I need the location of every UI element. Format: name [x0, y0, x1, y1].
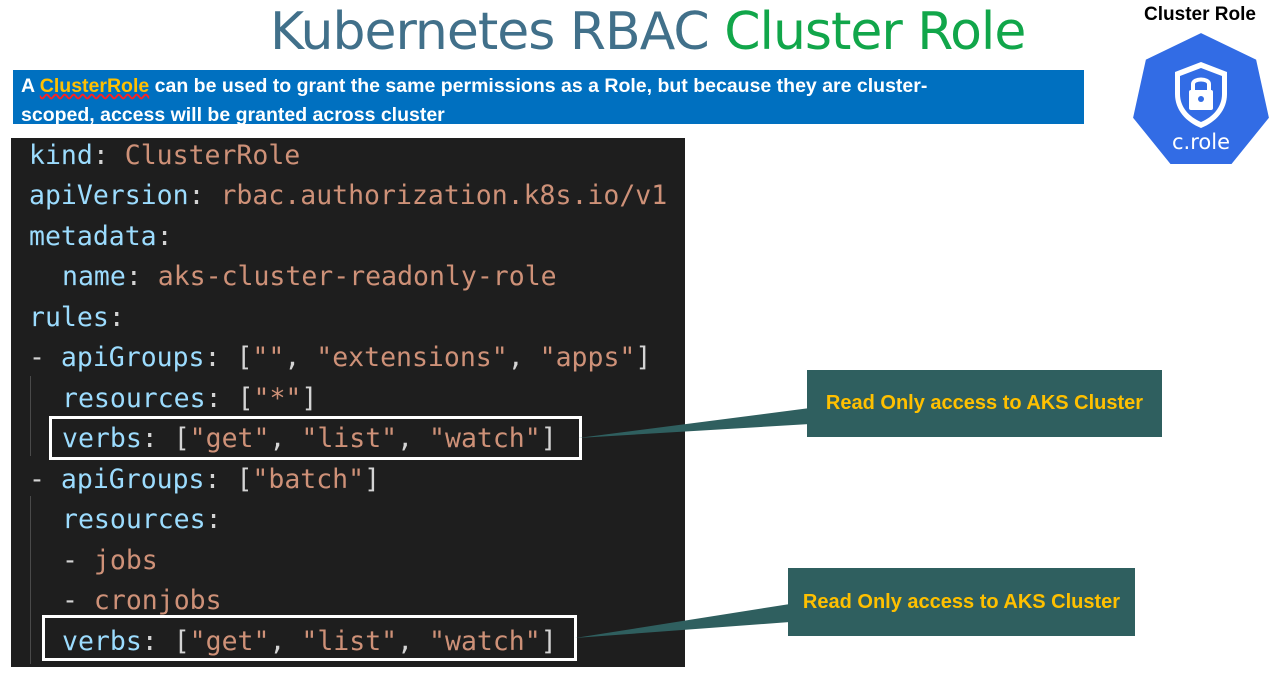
title-main: Kubernetes RBAC — [270, 2, 725, 62]
code-line-apiversion: apiVersion: rbac.authorization.k8s.io/v1 — [29, 180, 668, 211]
banner-line1-rest: can be used to grant the same permission… — [149, 75, 928, 97]
cluster-role-badge: c.role — [1130, 30, 1272, 170]
indent-guide — [30, 376, 31, 456]
code-line-verbs-1: verbs: ["get", "list", "watch"] — [62, 423, 557, 454]
banner-line-1: A ClusterRole can be used to grant the s… — [21, 72, 1076, 101]
callout-read-only-2: Read Only access to AKS Cluster — [788, 568, 1135, 636]
callout-read-only-1: Read Only access to AKS Cluster — [807, 370, 1162, 437]
indent-guide — [30, 496, 31, 664]
verbs-highlight-box-1 — [49, 416, 582, 460]
code-line-kind: kind: ClusterRole — [29, 140, 301, 171]
lock-shield-icon — [1175, 62, 1227, 128]
yaml-code-panel: kind: ClusterRole apiVersion: rbac.autho… — [11, 138, 685, 667]
code-line-jobs: - jobs — [62, 545, 158, 576]
callout-pointer-1 — [578, 408, 810, 438]
page-title: Kubernetes RBAC Cluster Role — [270, 0, 1026, 64]
banner-highlight: ClusterRole — [39, 75, 150, 97]
kubernetes-heptagon-icon — [1130, 30, 1272, 166]
banner-prefix: A — [21, 75, 40, 97]
verbs-highlight-box-2 — [42, 615, 577, 661]
code-line-metadata: metadata: — [29, 221, 173, 252]
banner-line-2: scoped, access will be granted across cl… — [21, 104, 445, 126]
code-line-resources-1: resources: ["*"] — [62, 383, 318, 414]
code-line-cronjobs: - cronjobs — [62, 585, 222, 616]
callout-pointer-2 — [575, 604, 790, 638]
code-line-name: name: aks-cluster-readonly-role — [62, 261, 557, 292]
badge-label: Cluster Role — [1144, 4, 1256, 25]
code-line-apigroups-2: - apiGroups: ["batch"] — [29, 464, 381, 495]
title-accent: Cluster Role — [724, 2, 1026, 62]
description-banner: A ClusterRole can be used to grant the s… — [13, 70, 1084, 126]
code-line-apigroups-1: - apiGroups: ["", "extensions", "apps"] — [29, 342, 652, 373]
badge-text: c.role — [1172, 130, 1230, 154]
code-line-resources-2: resources: — [62, 504, 222, 535]
code-line-rules: rules: — [29, 302, 125, 333]
code-line-verbs-2: verbs: ["get", "list", "watch"] — [62, 626, 557, 657]
